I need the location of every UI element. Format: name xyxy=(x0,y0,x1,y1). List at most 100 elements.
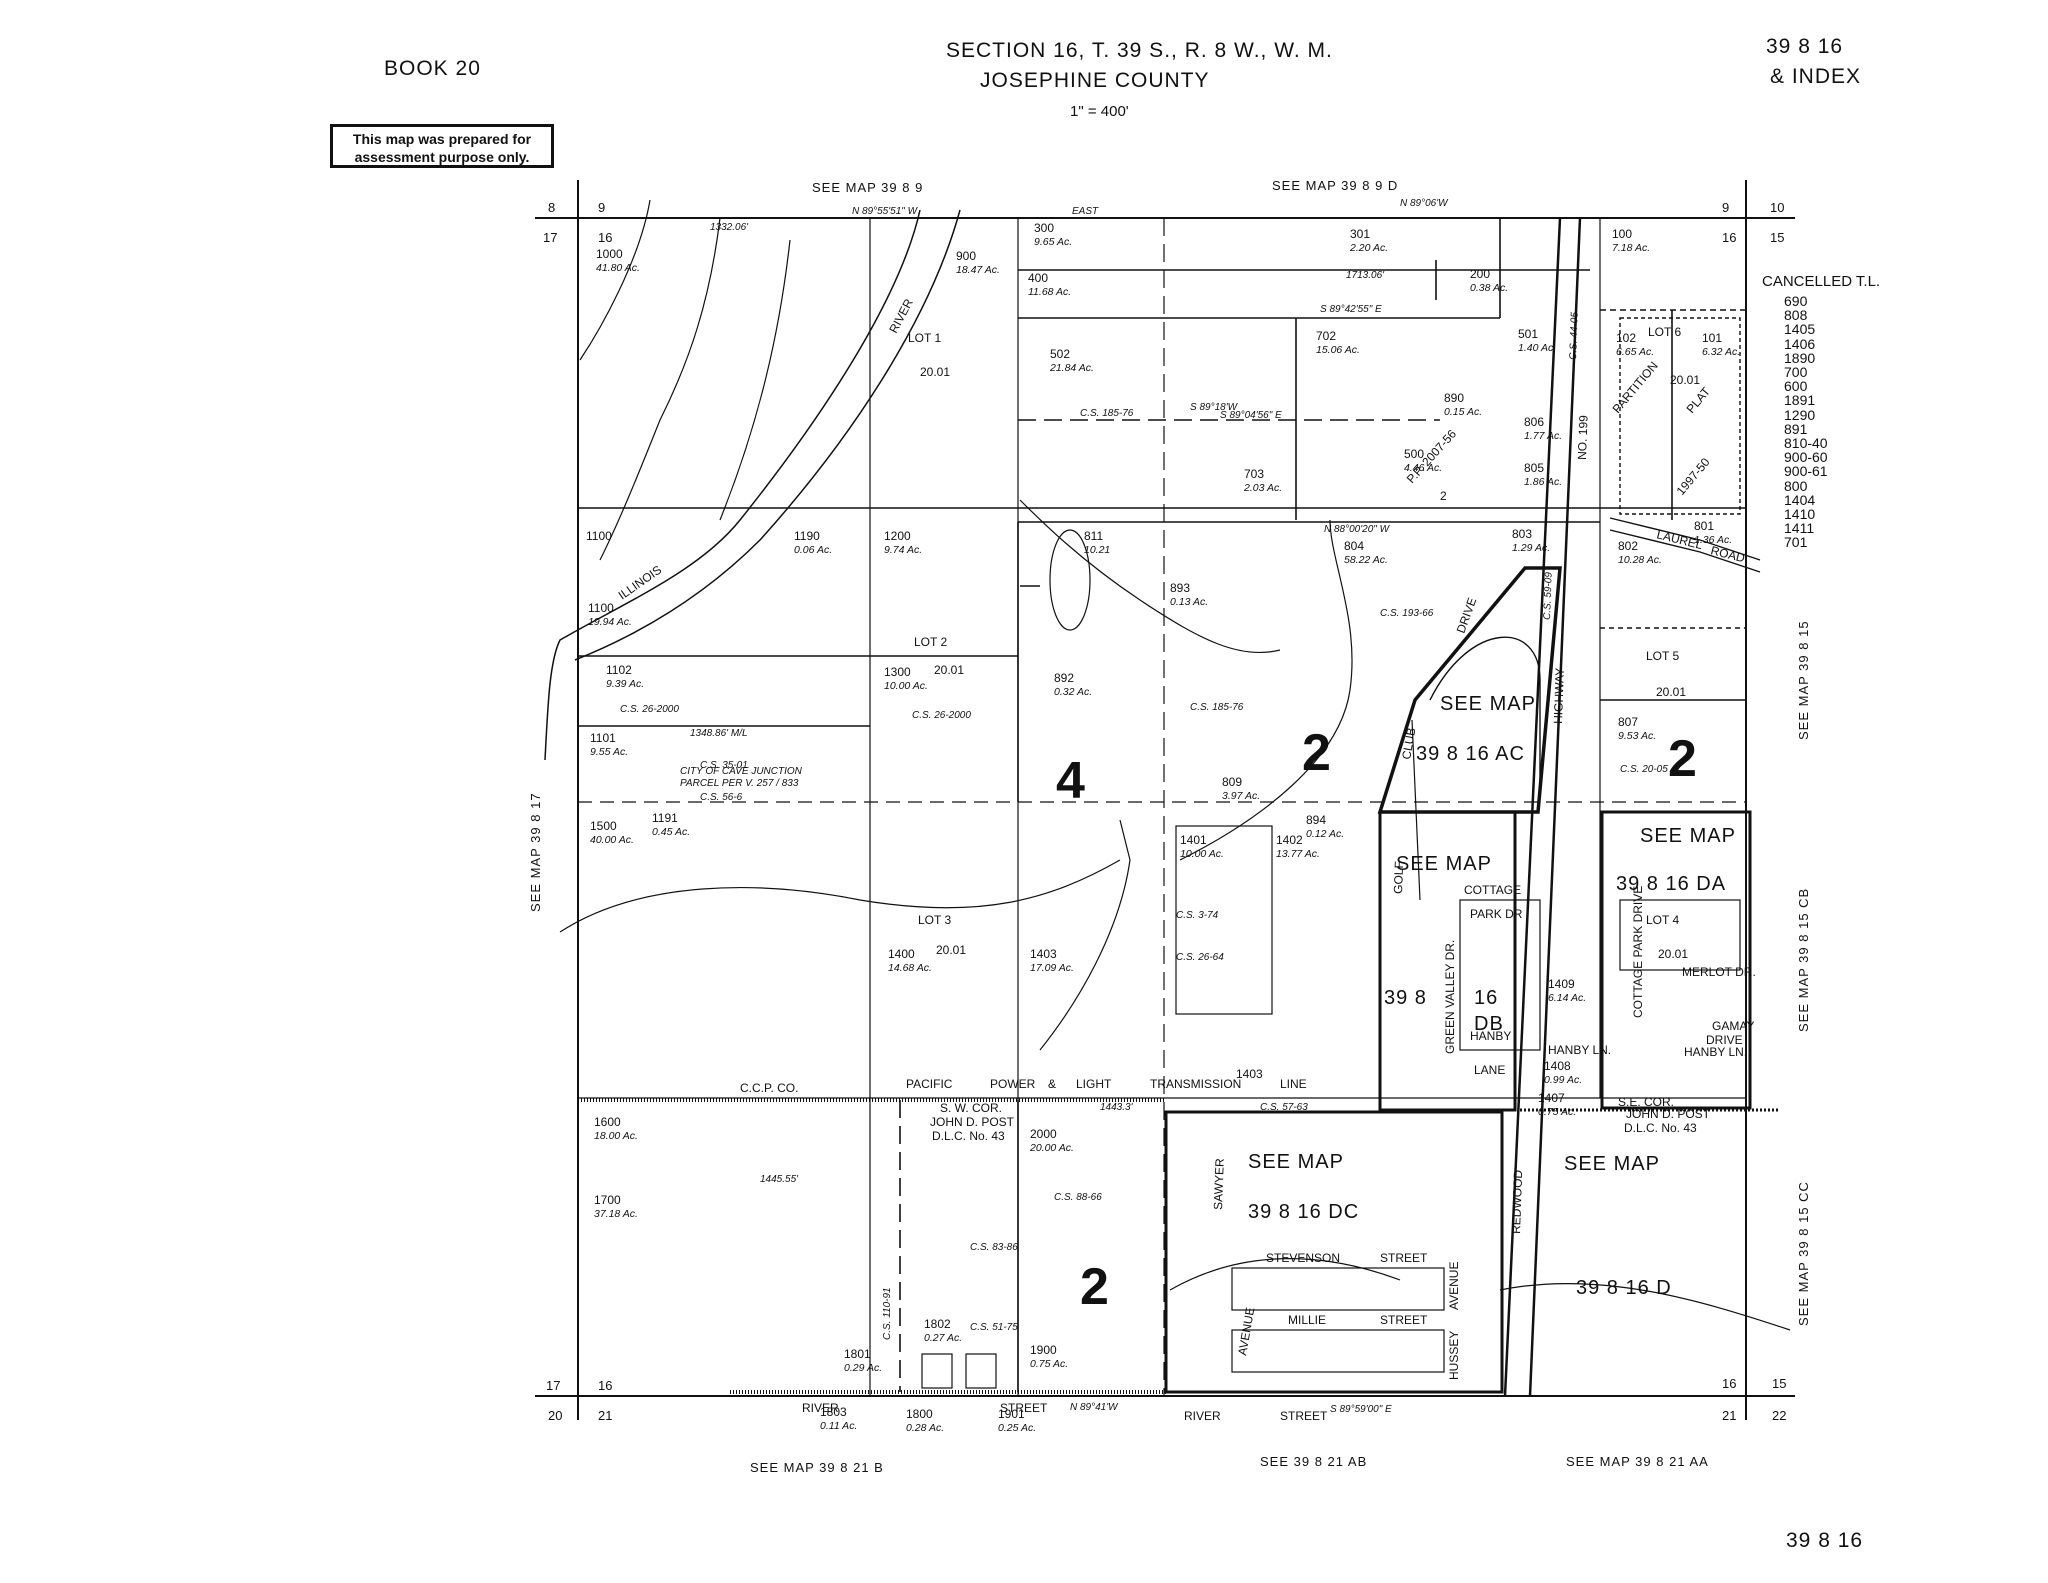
see-map-bottom-1: SEE MAP 39 8 21 B xyxy=(750,1460,884,1475)
club-label: CLUB xyxy=(1399,727,1418,761)
sw-cor-1: S. W. COR. xyxy=(940,1101,1002,1115)
corner-16b: 16 xyxy=(1722,230,1736,245)
bearing-5: N 88°00'20" W xyxy=(1324,524,1391,535)
see-map-top-right: SEE MAP 39 8 9 D xyxy=(1272,178,1398,193)
parcel-acreage-1000: 41.80 Ac. xyxy=(596,262,640,274)
corner-8: 8 xyxy=(548,200,555,215)
footer-map-number: 39 8 16 xyxy=(1786,1529,1864,1552)
green-valley-label: GREEN VALLEY DR. xyxy=(1443,940,1457,1054)
see-map-right-3: SEE MAP 39 8 15 CC xyxy=(1796,1181,1811,1326)
parcel-id-1000: 1000 xyxy=(596,247,623,261)
see-map-db-num1: 39 8 xyxy=(1384,987,1427,1009)
parcel-id-805: 805 xyxy=(1524,461,1544,475)
county-title: JOSEPHINE COUNTY xyxy=(980,69,1210,92)
lot-3: LOT 3 xyxy=(918,913,951,927)
corner-21b: 21 xyxy=(1722,1408,1736,1423)
corner-9a: 9 xyxy=(598,200,605,215)
parcel-id-1901: 1901 xyxy=(998,1407,1025,1421)
lot-1: LOT 1 xyxy=(908,331,941,345)
stamp-line-2: assessment purpose only. xyxy=(354,149,530,165)
parcel-id-1800: 1800 xyxy=(906,1407,933,1421)
bearing-6: EAST xyxy=(1072,206,1099,217)
parcel-acreage-890: 0.15 Ac. xyxy=(1444,406,1482,418)
parcel-id-1700: 1700 xyxy=(594,1193,621,1207)
cancelled-item: 900-61 xyxy=(1784,463,1828,480)
parcel-id-1803: 1803 xyxy=(820,1405,847,1419)
parcel-acreage-400: 11.68 Ac. xyxy=(1028,286,1071,298)
parcel-id-702: 702 xyxy=(1316,329,1336,343)
lot-2: LOT 2 xyxy=(914,635,947,649)
cancelled-item: 690 xyxy=(1784,293,1808,309)
see-map-db-num2: 16 xyxy=(1474,987,1498,1009)
avenue-label: AVENUE xyxy=(1235,1306,1257,1356)
cancelled-item: 700 xyxy=(1784,364,1808,381)
bearing-27: C.S. 88-66 xyxy=(1054,1192,1102,1203)
lot-5: LOT 5 xyxy=(1646,649,1679,663)
parcel-id-100: 100 xyxy=(1612,227,1632,241)
parcel-id-892: 892 xyxy=(1054,671,1074,685)
cancelled-item: 600 xyxy=(1784,378,1808,395)
lot-1-num: 20.01 xyxy=(920,365,950,379)
parcel-id-802: 802 xyxy=(1618,539,1638,553)
cancelled-item: 891 xyxy=(1784,420,1808,437)
bearing-7: 1332.06' xyxy=(710,222,749,233)
see-map-da-num: 39 8 16 DA xyxy=(1616,873,1726,895)
parcel-id-1100: 1100 xyxy=(588,601,614,615)
label-2-center: 2 xyxy=(1440,489,1447,503)
bearing-9: 1443.3' xyxy=(1100,1102,1134,1113)
parcel-id-1403: 1403 xyxy=(1030,947,1057,961)
cancelled-item: 1406 xyxy=(1784,335,1816,352)
parcel-id-811: 811 xyxy=(1084,529,1103,543)
cancelled-item: 1405 xyxy=(1784,321,1816,338)
bearing-19: C.S. 59-09 xyxy=(1542,572,1555,621)
book-number: BOOK 20 xyxy=(384,57,481,80)
see-map-db: SEE MAP xyxy=(1396,853,1492,875)
parcel-id-1401: 1401 xyxy=(1180,833,1207,847)
cancelled-item: 1891 xyxy=(1784,392,1816,409)
lot-6-num: 20.01 xyxy=(1670,373,1700,387)
index-label: & INDEX xyxy=(1770,65,1862,88)
corner-16c: 16 xyxy=(598,1378,612,1393)
parcel-acreage-801: 1.36 Ac. xyxy=(1694,534,1732,546)
parcel-id-1600: 1600 xyxy=(594,1115,621,1129)
parcel-id-900: 900 xyxy=(956,249,976,263)
sw-cor-3: D.L.C. No. 43 xyxy=(932,1129,1005,1143)
lot-4-num: 20.01 xyxy=(1658,947,1688,961)
redwood-label: REDWOOD xyxy=(1509,1169,1525,1234)
parcel-id-1407: 1407 xyxy=(1538,1091,1565,1105)
cancelled-item: 800 xyxy=(1784,477,1808,494)
gamay-drive-label: DRIVE xyxy=(1706,1033,1743,1047)
see-map-dc: SEE MAP xyxy=(1248,1151,1344,1173)
parcel-acreage-1802: 0.27 Ac. xyxy=(924,1332,962,1344)
parcel-acreage-811: 10.21 xyxy=(1084,544,1110,556)
bearing-30: 1713.06' xyxy=(1346,270,1385,281)
corner-17a: 17 xyxy=(543,230,557,245)
lot-6: LOT 6 xyxy=(1648,325,1681,339)
parcel-acreage-1200: 9.74 Ac. xyxy=(884,544,922,556)
parcel-id-500: 500 xyxy=(1404,447,1424,461)
bearing-31: C.S. 26-2000 xyxy=(912,710,971,721)
parcel-acreage-703: 2.03 Ac. xyxy=(1243,482,1282,494)
parcel-id-806: 806 xyxy=(1524,415,1544,429)
corner-10: 10 xyxy=(1770,200,1784,215)
parcel-acreage-807: 9.53 Ac. xyxy=(1618,730,1656,742)
corner-17b: 17 xyxy=(546,1378,560,1393)
se-cor-2: JOHN D. POST xyxy=(1626,1107,1711,1121)
parcel-id-1408: 1408 xyxy=(1544,1059,1571,1073)
cave-junction-1: CITY OF CAVE JUNCTION xyxy=(680,766,803,777)
corner-21a: 21 xyxy=(598,1408,612,1423)
hanby-label: HANBY xyxy=(1470,1029,1511,1043)
see-map-bottom-2: SEE 39 8 21 AB xyxy=(1260,1454,1367,1469)
transmission-label: TRANSMISSION xyxy=(1150,1077,1241,1091)
parcel-acreage-702: 15.06 Ac. xyxy=(1316,344,1360,356)
parcel-acreage-1600: 18.00 Ac. xyxy=(594,1130,638,1142)
plat-label: PLAT xyxy=(1684,384,1714,416)
parcel-acreage-300: 9.65 Ac. xyxy=(1034,236,1072,248)
amp-label: & xyxy=(1048,1077,1056,1091)
golf-label: GOLF xyxy=(1391,861,1406,894)
parcel-id-1400: 1400 xyxy=(888,947,915,961)
bearing-20: C.S. 44-05 xyxy=(1568,312,1581,361)
parcel-acreage-100: 7.18 Ac. xyxy=(1612,242,1650,254)
area-code-2a: 2 xyxy=(1302,724,1331,782)
parcel-acreage-805: 1.86 Ac. xyxy=(1524,476,1562,488)
